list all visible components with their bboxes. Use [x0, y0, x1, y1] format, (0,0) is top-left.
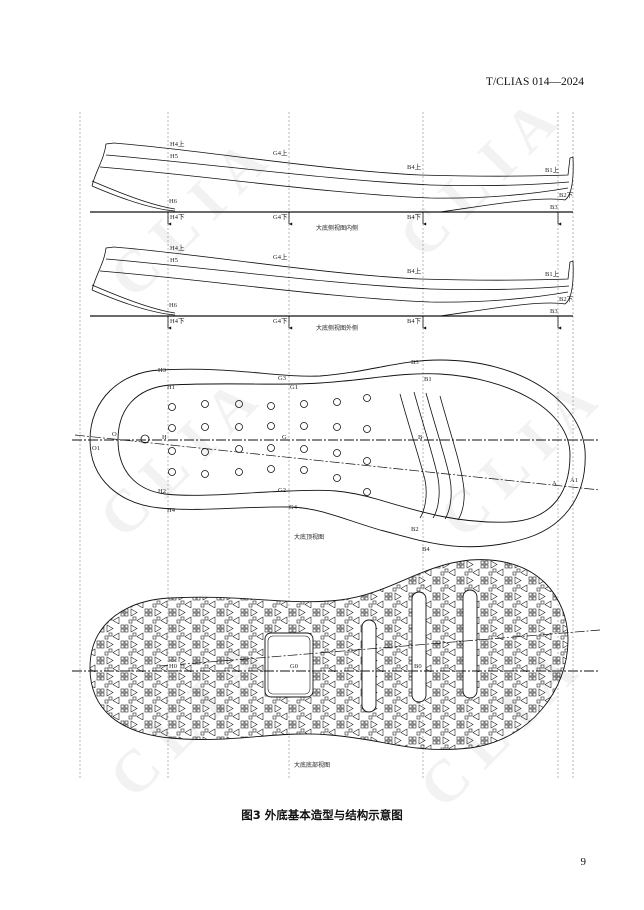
label: H5: [170, 257, 178, 264]
label: H: [162, 434, 167, 441]
label: H3: [158, 367, 166, 374]
label: H6: [169, 198, 178, 205]
label: G4下: [273, 213, 288, 221]
view-caption: 大底侧视图内侧: [316, 224, 358, 232]
top-view-labels: H3 G3 B3 H1 G1 B1 O O1 H G B H2 G2 B2 H4…: [92, 359, 578, 553]
page-number: 9: [580, 856, 587, 868]
bottom-view: [72, 559, 601, 750]
label: O1: [92, 445, 100, 452]
label: G2: [278, 487, 286, 494]
label: B4下: [407, 317, 422, 325]
label: B2下: [559, 295, 574, 303]
label: G: [282, 434, 287, 441]
label: B4上: [407, 266, 422, 275]
label: G4上: [273, 252, 288, 261]
label: B4上: [407, 162, 422, 171]
label: B1上: [545, 165, 560, 174]
top-view: [72, 359, 601, 548]
label: A: [552, 480, 557, 487]
flex-grooves: [399, 391, 465, 521]
label: H2: [158, 488, 166, 495]
side-view-inner-labels: H4上 H5 H6 G4上 B4上 B1上 B2下 B3 H4下 G4下 B4下…: [169, 139, 574, 232]
label: B1上: [545, 269, 560, 278]
label: G3: [278, 375, 286, 382]
label: B0: [414, 663, 422, 670]
heel-holes: [140, 394, 371, 496]
view-caption: 大底侧视图外侧: [316, 324, 358, 332]
side-view-outer: [90, 246, 574, 330]
label: G0: [290, 663, 298, 670]
label: A1: [570, 477, 578, 484]
label: B2下: [559, 191, 574, 199]
label: H4上: [170, 243, 185, 252]
figure-caption: 图3 外底基本造型与结构示意图: [241, 808, 403, 822]
side-view-outer-labels: H4上 H5 H6 G4上 B4上 B1上 B2下 B3 H4下 G4下 B4下…: [169, 243, 574, 332]
label: G4上: [273, 148, 288, 157]
label: H6: [169, 302, 178, 309]
label: H4上: [170, 139, 185, 148]
label: B3: [550, 308, 558, 315]
label: G4下: [273, 317, 288, 325]
label: H5: [170, 153, 178, 160]
label: B3: [411, 359, 419, 366]
label: B4下: [407, 213, 422, 221]
label: B1: [424, 376, 432, 383]
label: O: [112, 431, 117, 438]
label: H4: [167, 507, 176, 514]
label: H4下: [170, 213, 185, 221]
label: G1: [290, 384, 298, 391]
label: H1: [167, 384, 175, 391]
bottom-view-labels: H0 G0 B0 大底底部视图: [168, 662, 424, 769]
side-view-inner: [90, 142, 574, 226]
label: B2: [411, 526, 419, 533]
view-caption: 大底底部视图: [294, 761, 330, 769]
label: H4下: [170, 317, 185, 325]
label: G4: [289, 504, 298, 511]
label: B: [418, 434, 423, 441]
label: B3: [550, 204, 558, 211]
label: H0: [169, 663, 177, 670]
view-caption: 大底顶视图: [294, 533, 324, 541]
standard-number: T/CLIAS 014—2024: [485, 76, 584, 88]
label: B4: [422, 546, 430, 553]
